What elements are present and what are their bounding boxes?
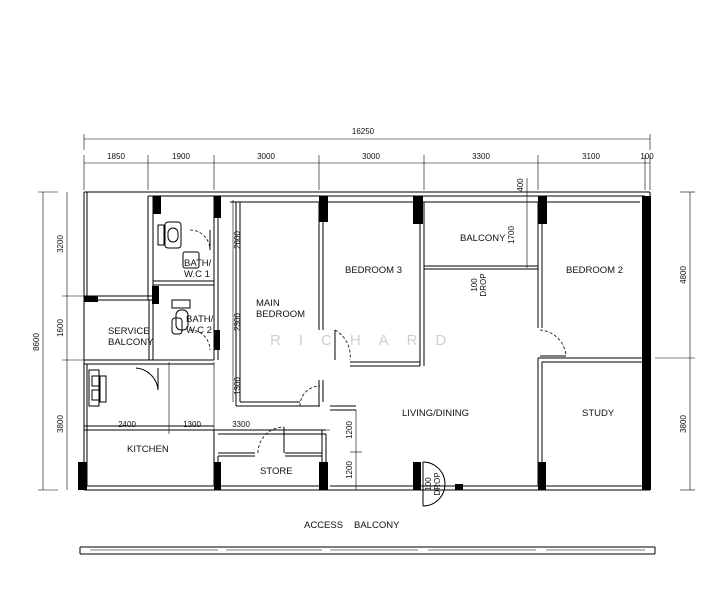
dim-main-bedroom-lower: 1300: [233, 377, 242, 395]
access-balcony-word-2: BALCONY: [354, 520, 400, 531]
label-line: 100: [424, 477, 433, 491]
room-study: STUDY: [582, 408, 615, 419]
dim-balcony-depth: 1700: [507, 226, 516, 244]
room-store: STORE: [260, 466, 293, 477]
room-bedroom-3: BEDROOM 3: [345, 265, 402, 276]
dim-left-1: 3200: [56, 235, 65, 253]
entrance-drop-label: 100DROP: [424, 472, 442, 495]
dim-entrance-upper: 1200: [345, 421, 354, 439]
label-line: BALCONY: [108, 337, 154, 348]
dim-right-2: 3800: [679, 415, 688, 433]
room-bath-wc-2: BATH/W.C 2: [186, 314, 214, 336]
dim-top-7: 100: [640, 152, 654, 161]
sanitary-fixtures: [157, 221, 200, 335]
dim-right-1: 4800: [679, 266, 688, 284]
dim-top-3: 3000: [257, 152, 275, 161]
dim-left-2: 1600: [56, 319, 65, 337]
dim-top-5: 3300: [472, 152, 490, 161]
dim-kitchen-3: 3300: [232, 420, 250, 429]
label-line: MAIN: [256, 298, 280, 309]
label-line: 100: [470, 278, 479, 292]
room-bedroom-2: BEDROOM 2: [566, 265, 623, 276]
room-balcony: BALCONY: [460, 233, 506, 244]
access-balcony-label: ACCESS BALCONY: [304, 520, 400, 531]
dim-bath1-height: 2600: [233, 231, 242, 249]
dimension-lines: [38, 134, 695, 491]
dim-top-1: 1850: [107, 152, 125, 161]
balcony-drop-label: 100DROP: [470, 273, 488, 296]
room-kitchen: KITCHEN: [127, 444, 169, 455]
structural-columns: [78, 196, 651, 490]
dimension-labels: 16250 1850 1900 3000 3000 3300 3100 100 …: [32, 127, 688, 479]
doors: [135, 229, 567, 507]
label-line: W.C 1: [184, 269, 210, 280]
dim-kitchen-1: 2400: [118, 420, 136, 429]
dim-overall-width: 16250: [352, 127, 375, 136]
dim-bath2-height: 2300: [233, 313, 242, 331]
dim-kitchen-2: 1300: [183, 420, 201, 429]
dim-balcony-top: 400: [516, 178, 525, 192]
dim-top-4: 3000: [362, 152, 380, 161]
label-line: DROP: [433, 472, 442, 495]
label-line: DROP: [479, 273, 488, 296]
label-line: BEDROOM: [256, 309, 305, 320]
label-line: SERVICE: [108, 326, 150, 337]
access-balcony-parapet: [79, 546, 656, 555]
label-line: W.C 2: [186, 325, 212, 336]
access-balcony-word-1: ACCESS: [304, 520, 343, 531]
dim-left-total: 8600: [32, 333, 41, 351]
drop-labels: 100DROP 100DROP: [424, 273, 488, 495]
dim-left-3: 3800: [56, 415, 65, 433]
dim-entrance-lower: 1200: [345, 461, 354, 479]
label-line: BATH/: [184, 258, 212, 269]
dim-top-6: 3100: [582, 152, 600, 161]
label-line: BATH/: [186, 314, 214, 325]
dim-top-2: 1900: [172, 152, 190, 161]
kitchen-appliances: [88, 369, 107, 407]
room-living-dining: LIVING/DINING: [402, 408, 469, 419]
watermark: RICHARD: [270, 332, 464, 349]
room-bath-wc-1: BATH/W.C 1: [184, 258, 212, 280]
